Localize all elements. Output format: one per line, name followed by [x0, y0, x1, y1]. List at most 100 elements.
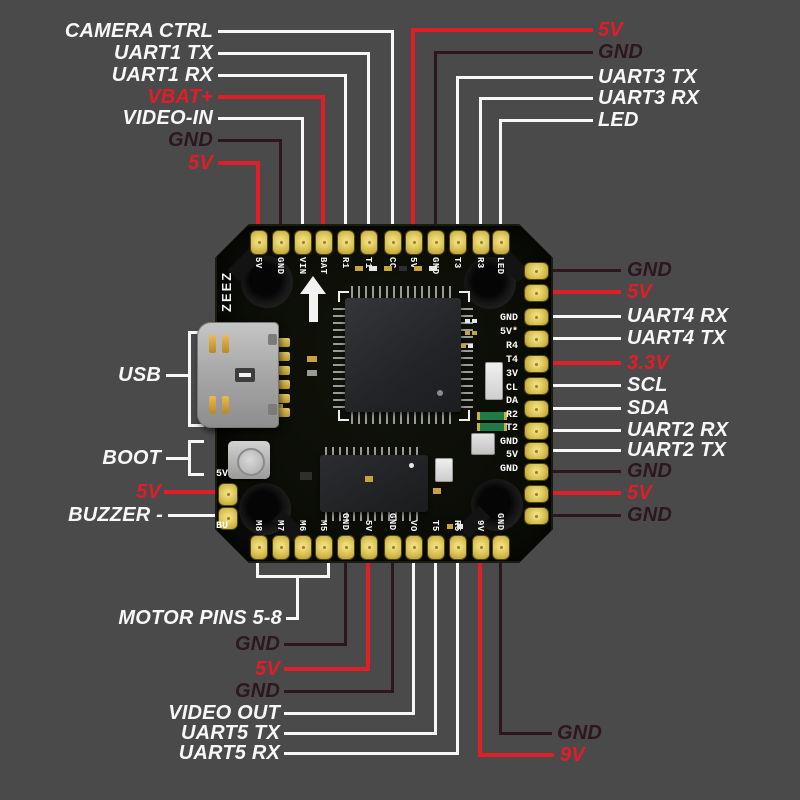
usb-contact — [222, 396, 229, 414]
pad-top-8 — [405, 230, 423, 255]
pin-line — [218, 116, 304, 120]
pad-bottom-11 — [472, 535, 490, 560]
silk-right-t4-3: T4 — [505, 355, 518, 366]
pin-label-gnd: GND — [598, 41, 644, 63]
passive-component — [399, 266, 407, 271]
pad-bottom-8 — [405, 535, 423, 560]
mcu-silk-corner — [459, 291, 470, 302]
pad-top-4 — [315, 230, 333, 255]
pin-label-uart4-rx: UART4 RX — [627, 305, 729, 327]
pin-line — [548, 290, 621, 294]
silk-right-5v-1: 5V* — [499, 327, 518, 338]
pad-right-5 — [524, 355, 549, 373]
silk-top-vin-2: VIN — [297, 257, 307, 275]
pin-label-motor-pins: MOTOR PINS 5-8 — [118, 607, 282, 629]
mcu-pins-bottom — [351, 412, 455, 424]
brand-logo: ZEEZ — [219, 270, 234, 312]
pin-label-vbat: VBAT+ — [147, 86, 213, 108]
pad-right-8 — [524, 422, 549, 440]
pin-line — [411, 28, 593, 32]
passive-component — [384, 266, 392, 271]
passive-component — [465, 319, 470, 323]
pad-bottom-2 — [272, 535, 290, 560]
pin-line — [256, 575, 330, 578]
pin-label-5v: 5V — [188, 152, 213, 174]
pin-label-scl: SCL — [627, 374, 668, 396]
usb-breakout-pad — [278, 366, 290, 375]
pin-line — [548, 314, 621, 318]
pad-top-5 — [337, 230, 355, 255]
pcb-board: ZEEZ 5VGNDVINBATR1T1CC5VGNDT3R3L — [215, 224, 553, 563]
silk-bottom-t5-8: T5 — [430, 520, 440, 532]
mcu-pins-left — [333, 304, 345, 408]
pin-label-5v: 5V — [627, 482, 652, 504]
pin-line — [366, 53, 370, 230]
pin-line — [284, 689, 394, 693]
pin-line — [548, 513, 621, 517]
pin-line — [218, 161, 260, 165]
pin-line — [300, 118, 304, 230]
pin-line — [188, 331, 191, 427]
pin-line — [478, 753, 554, 757]
pin-label-usb: USB — [118, 364, 161, 386]
silk-top-r1-4: R1 — [340, 257, 350, 269]
pin-line — [390, 556, 394, 691]
orientation-arrow-shaft — [309, 292, 318, 322]
pin-line — [218, 51, 370, 55]
pin-label-video-in: VIDEO-IN — [122, 107, 213, 129]
pin-label-9v: 9V — [560, 744, 585, 766]
usb-breakout-pad — [278, 352, 290, 361]
regulator-component — [485, 362, 503, 400]
pad-right-2 — [524, 284, 549, 302]
pad-bottom-4 — [315, 535, 333, 560]
pin-label-video-out: VIDEO OUT — [168, 702, 280, 724]
pad-right-9 — [524, 442, 549, 460]
pin-line — [548, 428, 621, 432]
pin-label-uart5-rx: UART5 RX — [178, 742, 280, 764]
pin-line — [286, 616, 299, 620]
silk-right-t2-8: T2 — [505, 423, 518, 434]
usb-contact — [209, 335, 216, 353]
passive-component — [369, 266, 377, 271]
pad-top-9 — [427, 230, 445, 255]
pad-bottom-3 — [294, 535, 312, 560]
pin-line — [455, 75, 593, 79]
passive-component — [465, 331, 470, 335]
pin-label-sda: SDA — [627, 397, 670, 419]
pin-label-gnd: GND — [627, 460, 673, 482]
ic2-pin1-dot — [409, 463, 414, 468]
passive-component — [300, 472, 312, 480]
silk-top-bat-3: BAT — [318, 257, 328, 275]
usb-tab — [268, 334, 277, 345]
pin-line — [321, 97, 325, 230]
pin-line — [478, 96, 593, 100]
pad-right-12 — [524, 507, 549, 525]
silk-right-gnd-9: GND — [499, 437, 518, 448]
pin-line — [284, 731, 437, 735]
pin-line — [188, 440, 204, 443]
mounting-hole-top-left — [241, 256, 293, 308]
pad-right-10 — [524, 463, 549, 481]
pin-label-5v: 5V — [255, 658, 280, 680]
pin-line — [455, 77, 459, 230]
silk-bottom-m7-1: M7 — [275, 520, 285, 532]
silk-right-r4-2: R4 — [505, 341, 518, 352]
pin-line — [498, 118, 593, 122]
pin-line — [218, 138, 282, 142]
silk-left-5v: 5V — [216, 469, 229, 480]
mcu-silk-corner — [459, 410, 470, 421]
mcu-silk-corner — [338, 291, 349, 302]
pin-label-uart1-rx: UART1 RX — [111, 64, 213, 86]
silk-right-3v-4: 3V — [505, 369, 518, 380]
passive-component — [461, 344, 466, 348]
ic2-pins-bottom — [325, 511, 423, 521]
pin-label-uart1-tx: UART1 TX — [113, 42, 213, 64]
mounting-hole-top-right — [464, 257, 516, 309]
pin-line — [478, 98, 482, 230]
pin-label-3-3v: 3.3V — [627, 352, 669, 374]
pin-line — [548, 336, 621, 340]
pin-line — [548, 268, 621, 272]
pad-top-6 — [360, 230, 378, 255]
pad-right-3 — [524, 308, 549, 326]
pin-label-boot: BOOT — [102, 447, 161, 469]
